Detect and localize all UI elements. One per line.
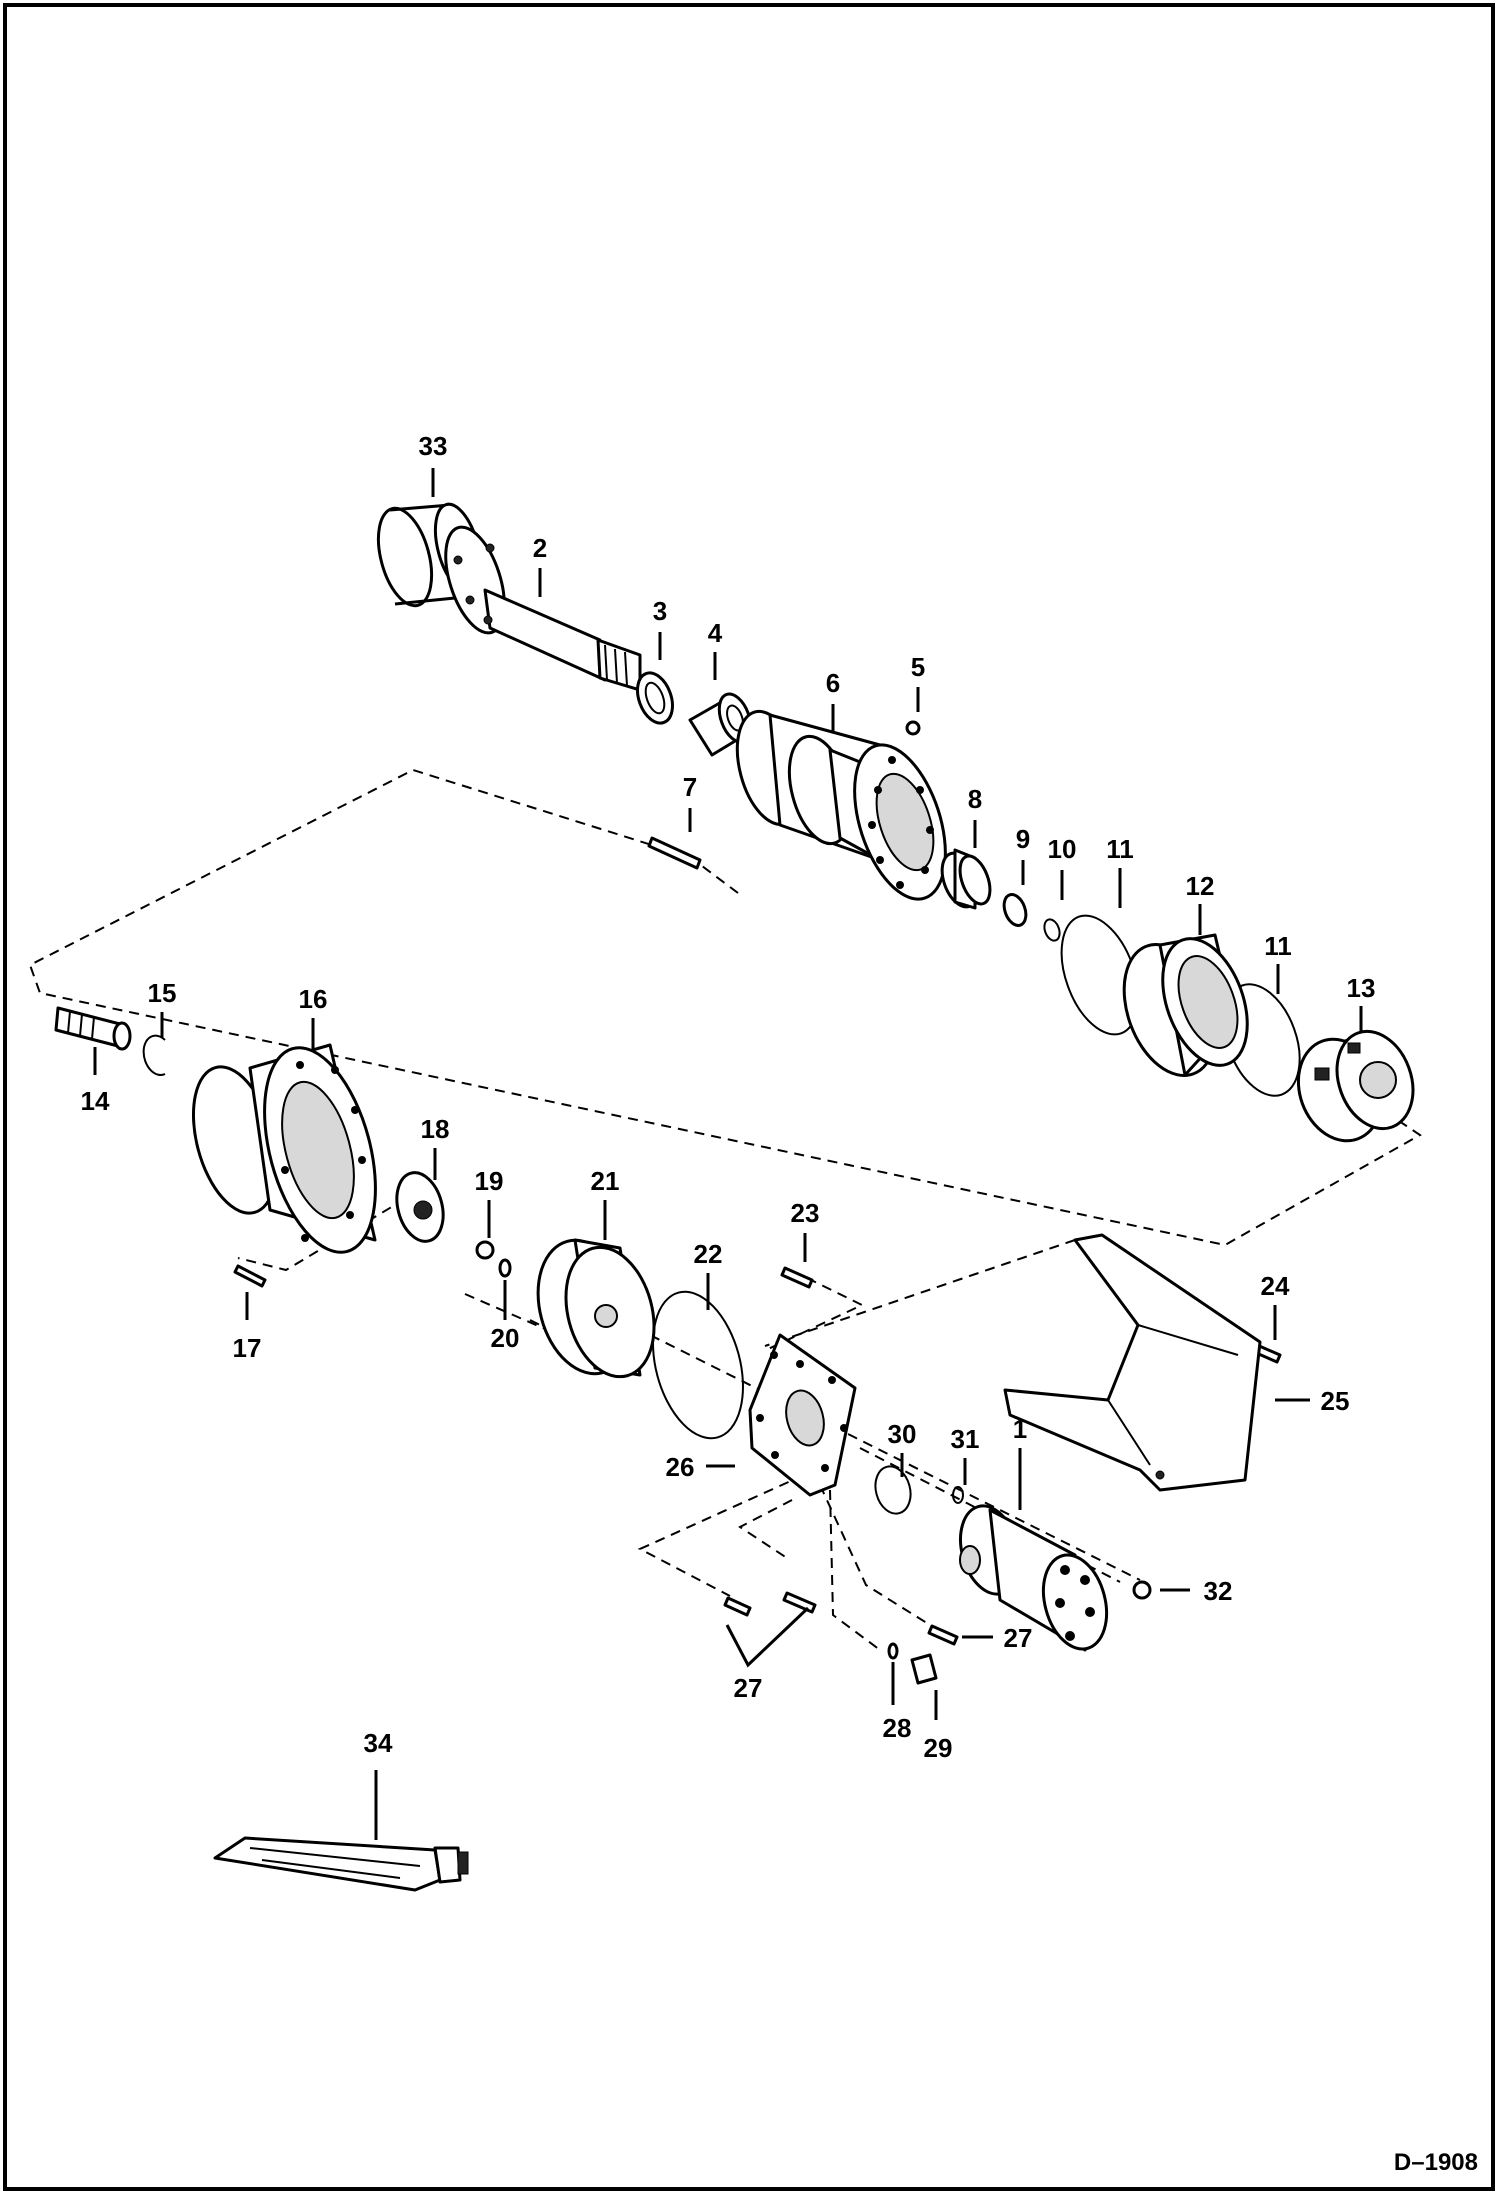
callout-1: 1 [1013, 1414, 1027, 1444]
callout-23: 23 [791, 1198, 820, 1228]
callout-2: 2 [533, 533, 547, 563]
callout-32: 32 [1204, 1576, 1233, 1606]
part-8-bearing [940, 848, 992, 910]
callout-15: 15 [148, 978, 177, 1008]
callout-20: 20 [491, 1323, 520, 1353]
part-14-input-shaft [54, 1006, 132, 1051]
callout-4: 4 [708, 618, 723, 648]
callout-26: 26 [666, 1452, 695, 1482]
callout-31: 31 [951, 1424, 980, 1454]
part-28-washer [887, 1642, 899, 1660]
part-16-gear-housing [191, 1043, 377, 1254]
callout-10: 10 [1048, 834, 1077, 864]
part-34-grease-tube [213, 1836, 469, 1892]
callout-12: 12 [1186, 871, 1215, 901]
callout-27b: 27 [1004, 1623, 1033, 1653]
callout-7: 7 [683, 772, 697, 802]
part-3-seal [636, 671, 674, 725]
callout-17: 17 [233, 1333, 262, 1363]
part-29-plug [910, 1653, 938, 1685]
callout-28: 28 [883, 1713, 912, 1743]
callout-30: 30 [888, 1419, 917, 1449]
part-18-cover-plate [395, 1171, 445, 1243]
part-7-stud [647, 836, 702, 870]
callout-19: 19 [475, 1166, 504, 1196]
callout-11b: 11 [1264, 931, 1292, 961]
part-19-nut [475, 1240, 495, 1260]
part-27-bolts [723, 1591, 959, 1646]
callout-16: 16 [299, 984, 328, 1014]
callout-25: 25 [1321, 1386, 1350, 1416]
callout-29: 29 [924, 1733, 953, 1763]
part-5-fitting [905, 720, 921, 736]
callout-5: 5 [911, 652, 925, 682]
callout-3: 3 [653, 596, 667, 626]
callout-13: 13 [1347, 973, 1376, 1003]
part-6-hub-housing [735, 709, 947, 901]
callout-34: 34 [364, 1728, 393, 1758]
part-17-bolt [233, 1264, 267, 1288]
part-23-bolt [780, 1266, 814, 1289]
part-12-ring-gear [1122, 933, 1249, 1077]
callout-22: 22 [694, 1239, 723, 1269]
part-25-guard [1003, 1233, 1262, 1492]
part-2-axle-shaft [444, 525, 642, 692]
part-9-washer [1002, 893, 1028, 927]
callout-6: 6 [826, 668, 840, 698]
callout-24: 24 [1261, 1271, 1290, 1301]
callout-27a: 27 [734, 1673, 763, 1703]
part-1-motor [959, 1504, 1109, 1652]
callout-labels: 33 2 3 4 5 6 7 8 9 10 11 12 11 13 14 15 … [81, 431, 1376, 1763]
callout-21: 21 [591, 1166, 620, 1196]
part-22-gasket [652, 1290, 744, 1440]
callout-14: 14 [81, 1086, 110, 1116]
part-32-fitting [1132, 1580, 1152, 1600]
callout-18: 18 [421, 1114, 450, 1144]
part-15-snap-ring [142, 1034, 166, 1076]
callout-8: 8 [968, 784, 982, 814]
part-30-o-ring [874, 1465, 912, 1515]
drawing-number: D–1908 [1394, 2149, 1478, 2176]
part-26-mounting-plate [748, 1333, 857, 1497]
part-31-seal [952, 1486, 964, 1504]
callout-11a: 11 [1106, 834, 1134, 864]
callout-33: 33 [419, 431, 448, 461]
callout-9: 9 [1016, 824, 1030, 854]
part-21-drum [536, 1238, 656, 1379]
callout-leaders [93, 468, 1363, 1840]
drawing-border [3, 3, 1495, 2191]
part-10-ring [1043, 918, 1061, 942]
part-13-planet-carrier [1296, 1029, 1415, 1143]
part-20-washer [498, 1258, 512, 1278]
